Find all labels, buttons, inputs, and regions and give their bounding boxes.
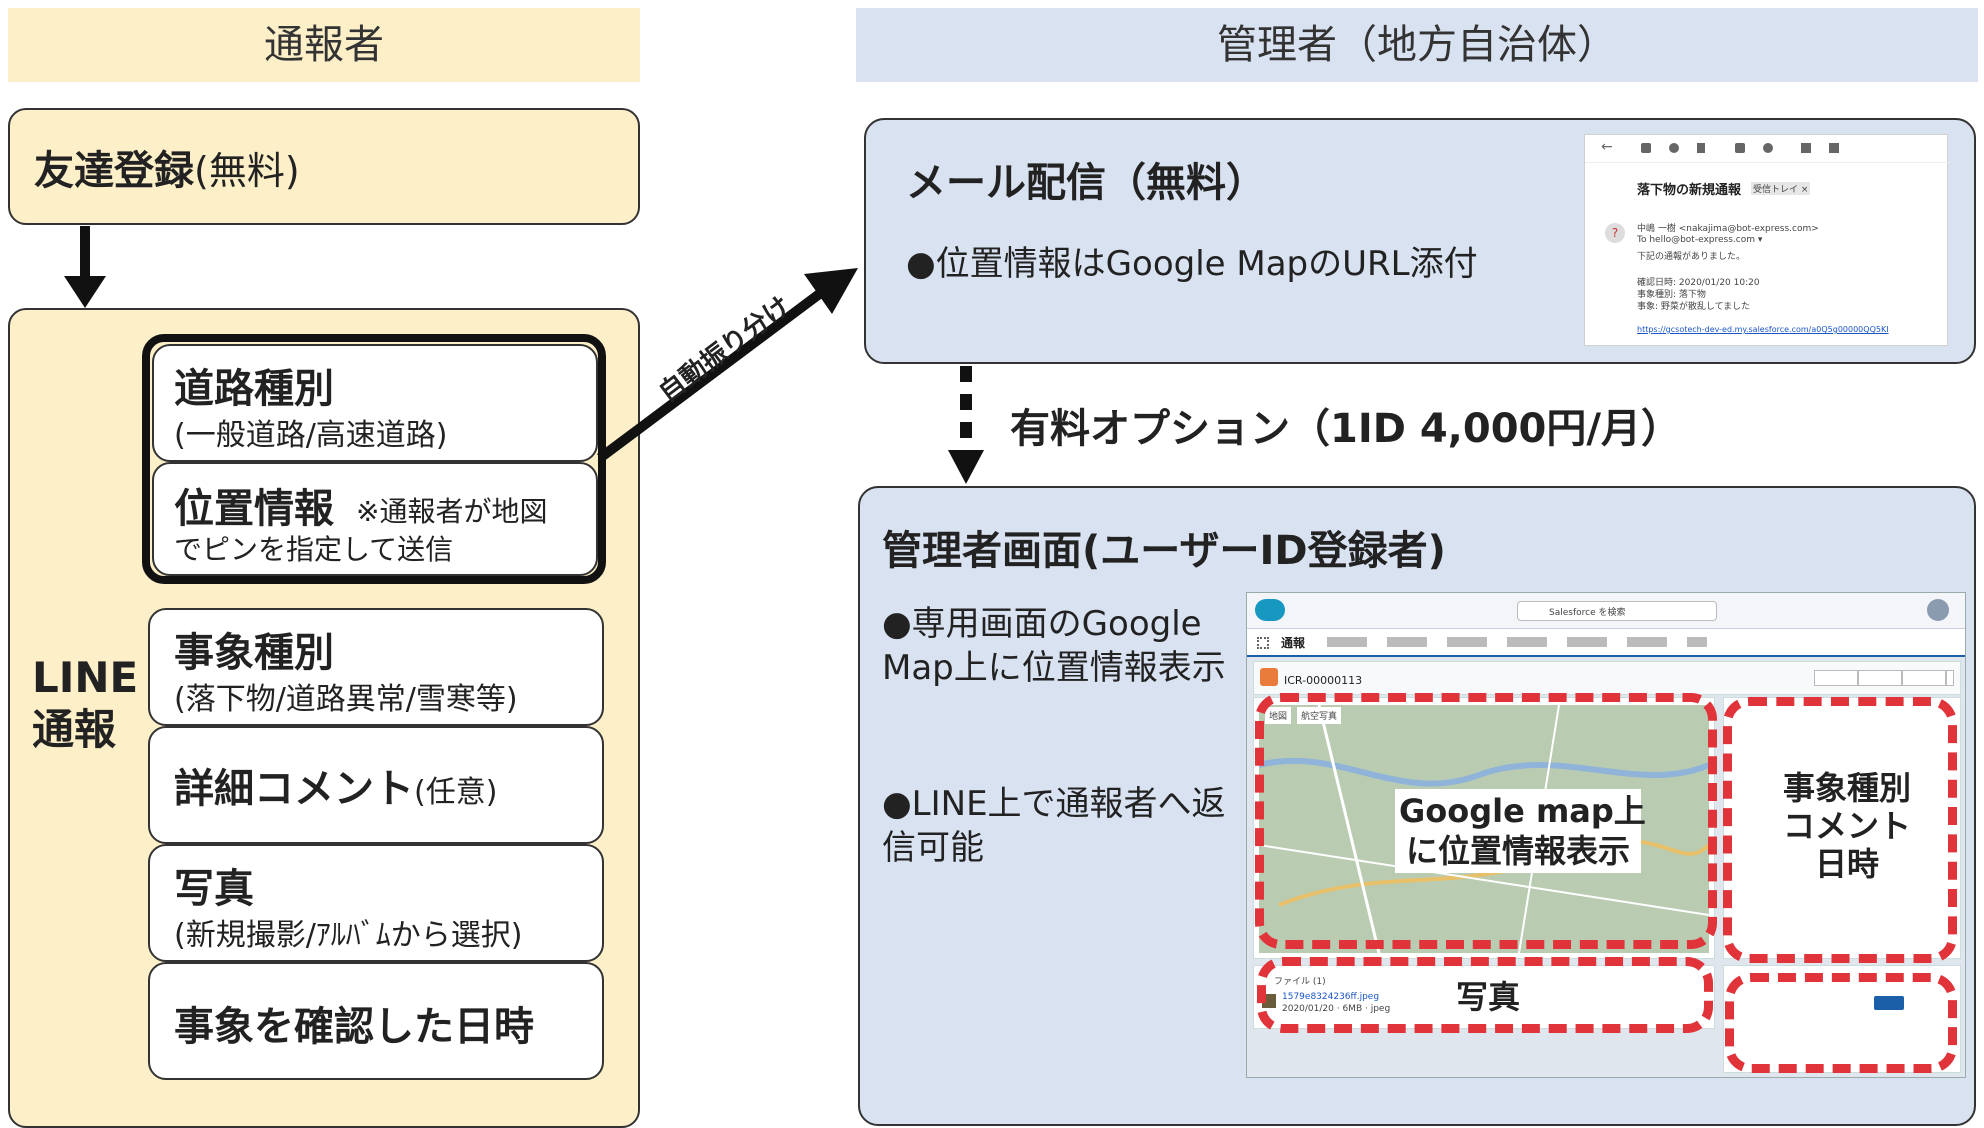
- aerial-tab[interactable]: 航空写真: [1297, 707, 1342, 724]
- item-event-type: [148, 608, 604, 726]
- admin-search-placeholder: Salesforce を検索: [1549, 608, 1626, 618]
- nav-tabs[interactable]: [1327, 637, 1707, 647]
- mail-to: To hello@bot-express.com ▾: [1637, 235, 1763, 245]
- folder-icon: [1801, 143, 1811, 153]
- photo-overlay-label: 写真: [1443, 977, 1533, 1017]
- admin-navbar: 通報: [1247, 629, 1965, 657]
- item-location-sub: でピンを指定して送信: [174, 533, 454, 566]
- mail-body-line2: 確認日時: 2020/01/20 10:20: [1637, 278, 1760, 288]
- item-location: [152, 462, 598, 576]
- friend-registration-sub: (無料): [194, 149, 300, 193]
- item-event-type-title: 事象種別: [174, 630, 334, 676]
- cloud-logo-icon: [1255, 599, 1285, 621]
- app-launcher-icon[interactable]: [1257, 637, 1269, 649]
- clock-icon: [1763, 143, 1773, 153]
- auto-route-arrow-icon: [597, 268, 858, 462]
- friend-registration-label: 友達登録: [34, 148, 194, 194]
- reporter-header: 通報者: [8, 8, 640, 82]
- record-id: ICR-00000113: [1284, 674, 1363, 687]
- item-comment-row: 詳細コメント(任意): [174, 756, 497, 814]
- mail-delivery-title: メール配信（無料）: [906, 160, 1266, 206]
- admin-screenshot: Salesforce を検索 通報 ICR-00000113 地図 航空写真 フ…: [1246, 592, 1966, 1078]
- admin-screen-title: 管理者画面(ユーザーID登録者): [882, 528, 1446, 574]
- map-overlay-label: Google map上 に位置情報表示: [1395, 789, 1646, 873]
- file-meta: 2020/01/20 · 6MB · jpeg: [1282, 1004, 1391, 1014]
- chatter-panel: [1723, 965, 1961, 1073]
- user-avatar[interactable]: [1927, 599, 1949, 621]
- mail-body-line4: 事象: 野菜が散乱してました: [1637, 302, 1751, 312]
- detail-overlay-label: 事象種別 コメント 日時: [1767, 769, 1927, 883]
- files-heading: ファイル (1): [1274, 977, 1326, 987]
- admin-topbar: Salesforce を検索: [1247, 593, 1965, 629]
- item-photo-title: 写真: [174, 866, 254, 912]
- record-icon: [1260, 668, 1278, 686]
- item-datetime-title: 事象を確認した日時: [174, 1004, 534, 1050]
- line-report-label: LINE 通報: [32, 652, 138, 756]
- friend-registration-box: [8, 108, 640, 225]
- map-overlay-label-line1: Google map上: [1399, 792, 1646, 830]
- detail-highlight: [1723, 697, 1957, 963]
- delete-icon: [1697, 143, 1705, 153]
- map-overlay-label-line2: に位置情報表示: [1405, 832, 1630, 870]
- friend-registration-title: 友達登録(無料): [34, 138, 300, 196]
- mail-subject: 落下物の新規通報: [1637, 183, 1742, 198]
- line-label-line1: LINE: [32, 653, 139, 702]
- record-actions[interactable]: [1814, 670, 1954, 686]
- item-location-title: 位置情報: [174, 486, 334, 532]
- admin-header-label: 管理者（地方自治体）: [1217, 22, 1617, 68]
- admin-header: 管理者（地方自治体）: [856, 8, 1978, 82]
- admin-app-name: 通報: [1281, 636, 1306, 650]
- archive-icon: [1641, 143, 1651, 153]
- item-road-type: [152, 344, 598, 462]
- detail-overlay-line1: 事象種別: [1782, 769, 1911, 807]
- report-icon: [1669, 143, 1679, 153]
- mail-inbox-tag: 受信トレイ ×: [1751, 182, 1811, 195]
- item-photo-sub: (新規撮影/ｱﾙﾊﾞﾑから選択): [174, 918, 523, 953]
- item-comment: [148, 726, 604, 844]
- chatter-highlight: [1725, 973, 1957, 1073]
- item-road-type-sub: (一般道路/高速道路): [174, 418, 448, 453]
- item-comment-title: 詳細コメント: [174, 766, 414, 812]
- mail-body-link[interactable]: https://gcsotech-dev-ed.my.salesforce.co…: [1637, 325, 1889, 334]
- mail-toolbar: ←: [1585, 135, 1949, 163]
- photo-highlight: [1257, 957, 1713, 1033]
- mail-delivery-bullet: ●位置情報はGoogle MapのURL添付: [906, 244, 1478, 284]
- mail-icon: [1735, 143, 1745, 153]
- item-road-type-title: 道路種別: [174, 366, 334, 412]
- item-comment-sub: (任意): [414, 775, 498, 810]
- paid-option-label: 有料オプション（1ID 4,000円/月）: [1010, 406, 1681, 452]
- item-datetime: [148, 962, 604, 1080]
- mail-body-line3: 事象種別: 落下物: [1637, 290, 1706, 300]
- mail-from: 中嶋 一樹 <nakajima@bot-express.com>: [1637, 224, 1819, 234]
- item-event-type-sub: (落下物/道路異常/雪寒等): [174, 682, 518, 717]
- item-location-note: ※通報者が地図: [356, 495, 548, 528]
- location-highlight-frame: [142, 334, 606, 584]
- admin-search-input[interactable]: [1517, 601, 1717, 621]
- detail-overlay-line3: 日時: [1814, 845, 1879, 883]
- down-arrow-icon: [64, 226, 106, 308]
- admin-bullet-map: ●専用画面のGoogle Map上に位置情報表示: [882, 604, 1226, 688]
- item-photo: [148, 844, 604, 962]
- chatter-share-button[interactable]: [1874, 996, 1904, 1010]
- file-name[interactable]: 1579e8324236ff.jpeg: [1282, 992, 1380, 1002]
- mail-body-line1: 下記の通報がありました。: [1637, 252, 1746, 262]
- back-arrow-icon: ←: [1601, 139, 1613, 155]
- detail-overlay-line2: コメント: [1782, 807, 1911, 845]
- label-icon: [1829, 143, 1839, 153]
- mail-screenshot: ← 落下物の新規通報 受信トレイ × ? 中嶋 一樹 <nakajima@bot…: [1584, 134, 1949, 346]
- admin-bullet-reply: ●LINE上で通報者へ返信可能: [882, 784, 1226, 868]
- map-highlight: [1255, 693, 1717, 949]
- reporter-header-label: 通報者: [264, 22, 384, 68]
- record-header: ICR-00000113: [1253, 661, 1961, 695]
- sender-avatar: ?: [1605, 223, 1625, 243]
- files-panel: ファイル (1) 1579e8324236ff.jpeg 2020/01/20 …: [1253, 965, 1715, 1029]
- dashed-down-arrow-icon: [948, 366, 984, 484]
- line-label-line2: 通報: [32, 705, 117, 754]
